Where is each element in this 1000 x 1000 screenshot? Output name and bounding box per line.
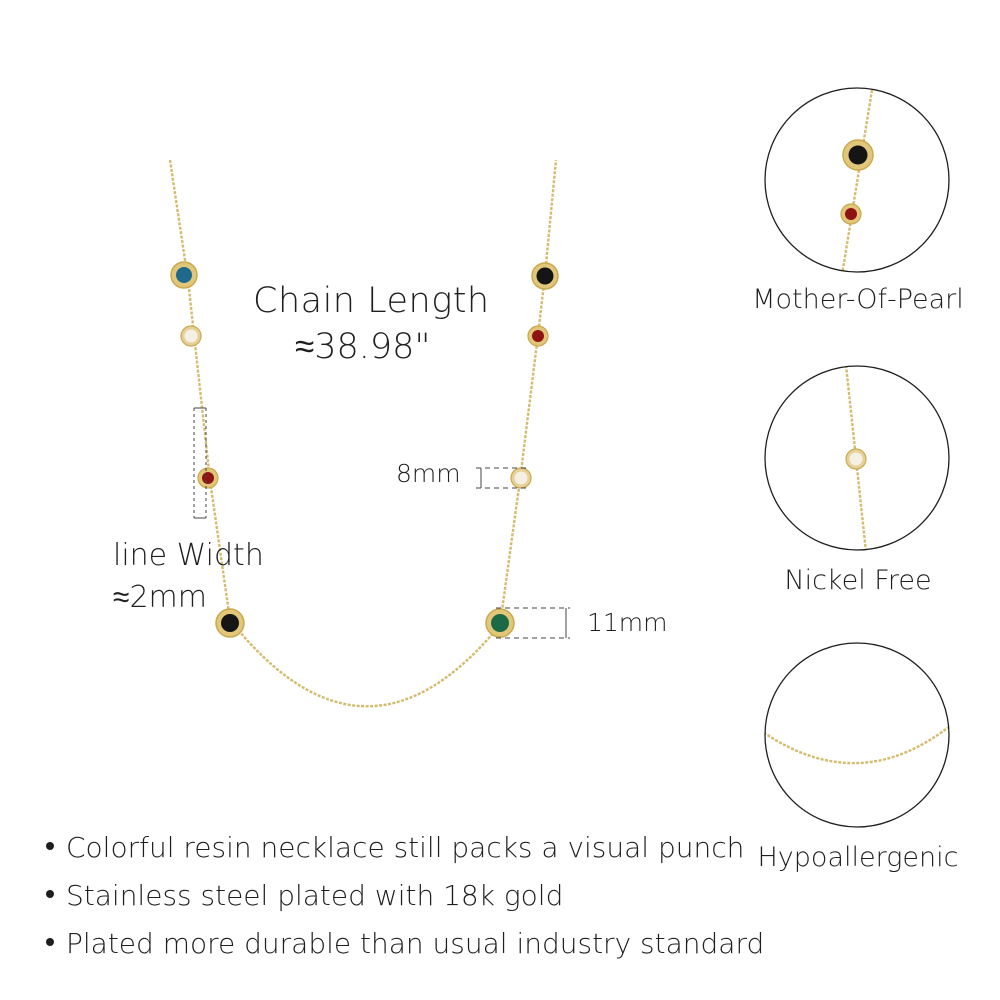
feature-item: Stainless steel plated with 18k gold (46, 872, 764, 920)
chain-length-title: Chain Length (253, 281, 490, 321)
chain-length-value: ≈38.98" (295, 327, 431, 367)
stone-pearl (180, 325, 202, 347)
size-11mm-marker (496, 607, 570, 639)
stone-green (485, 608, 515, 638)
necklace-chain (168, 159, 558, 708)
stone-red (527, 325, 549, 347)
feature-text: Colorful resin necklace still packs a vi… (66, 831, 745, 864)
feature-text: Stainless steel plated with 18k gold (66, 879, 564, 912)
size-8mm-marker (476, 467, 528, 489)
size-8mm-label: 8mm (396, 459, 461, 488)
stone-red (197, 467, 219, 489)
detail-circle-nickel (764, 365, 950, 551)
bullet-icon (46, 938, 54, 946)
stone-pearl (510, 467, 532, 489)
caption-nickel-free: Nickel Free (784, 565, 932, 596)
stone-blue (170, 261, 198, 289)
bullet-icon (46, 842, 54, 850)
feature-list: Colorful resin necklace still packs a vi… (46, 824, 764, 968)
detail-circle-hypo (764, 642, 950, 828)
detail-circle-pearl (764, 87, 950, 273)
bullet-icon (46, 890, 54, 898)
stone-black (531, 262, 559, 290)
line-width-value: ≈2mm (113, 580, 207, 615)
feature-item: Colorful resin necklace still packs a vi… (46, 824, 764, 872)
stone-black (215, 608, 245, 638)
feature-text: Plated more durable than usual industry … (66, 927, 765, 960)
caption-mother-of-pearl: Mother-Of-Pearl (752, 284, 964, 315)
size-11mm-label: 11mm (587, 608, 668, 637)
line-width-label: line Width (113, 538, 264, 573)
caption-hypoallergenic: Hypoallergenic (757, 842, 959, 873)
feature-item: Plated more durable than usual industry … (46, 920, 764, 968)
line-width-marker (193, 407, 207, 519)
